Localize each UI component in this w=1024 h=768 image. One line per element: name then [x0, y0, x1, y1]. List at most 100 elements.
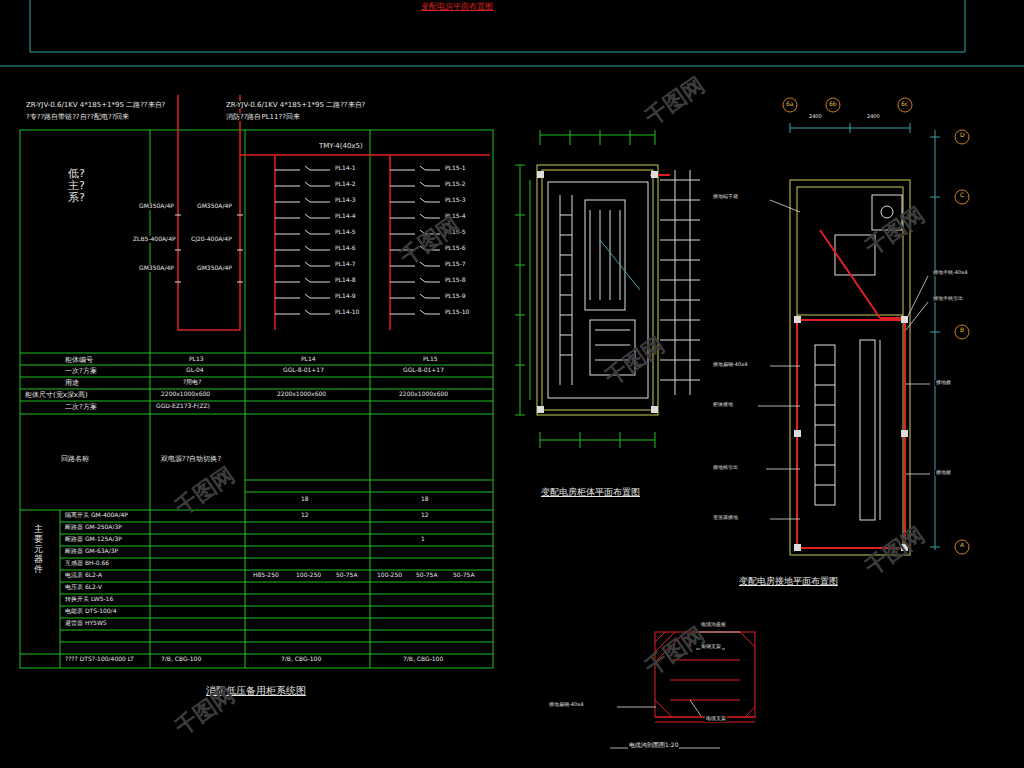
cad-label: 柜体编号 — [64, 356, 94, 364]
cad-label: H85-250 — [252, 572, 280, 579]
cad-label: 18 — [300, 496, 310, 503]
cad-label: ZR-YJV-0.6/1KV 4*185+1*95 二路??来自? — [25, 101, 166, 109]
cad-label: 断路器 GM-250A/3P — [64, 524, 123, 531]
cad-label: 50-75A — [415, 572, 439, 579]
cad-label: PL13 — [188, 356, 205, 363]
cad-label: ?专??路自带链??自??配电??回来 — [25, 113, 130, 121]
cad-label: PL15-8 — [444, 277, 467, 284]
cad-label: PL15-3 — [444, 197, 467, 204]
cad-label: 变压器接地 — [712, 515, 739, 521]
cad-label: 接地极 — [935, 470, 952, 476]
cad-label: GM350A/4P — [138, 265, 175, 272]
cad-label: 2400 — [808, 114, 823, 120]
watermark: 千图网 — [860, 201, 930, 261]
cad-label: PL14-9 — [334, 293, 357, 300]
drawing-caption: 变配电房柜体平面布置图 — [540, 487, 641, 497]
cad-label: GM350A/4P — [138, 203, 175, 210]
cad-label: PL14-6 — [334, 245, 357, 252]
cad-label: 电缆沟盖板 — [700, 622, 727, 628]
drawing-title: 变配电房平面布置图 — [420, 2, 494, 11]
cad-label: C — [959, 192, 965, 199]
cad-label: 2200x1000x600 — [398, 391, 449, 398]
watermark: 千图网 — [170, 461, 240, 521]
cad-label: 2400 — [866, 114, 881, 120]
cad-label: 用途 — [64, 379, 80, 387]
cad-label: 双电源??自动切换? — [160, 455, 222, 463]
cad-label: 50-75A — [452, 572, 476, 579]
vertical-label: 主要元器件 — [34, 525, 43, 574]
cad-label: 柜体接地 — [712, 402, 734, 408]
cad-label: 接地干线-40x4 — [932, 270, 968, 276]
cad-label: 100-250 — [376, 572, 403, 579]
watermark: 千图网 — [860, 521, 930, 581]
cad-label: ZR-YJV-0.6/1KV 4*185+1*95 二路??来自? — [225, 101, 366, 109]
cad-label: CJ20-400A/4P — [190, 236, 233, 243]
cad-label: 断路器 GM-63A/3P — [64, 548, 119, 555]
cad-label: 回路名称 — [60, 455, 90, 463]
vertical-label: 低?主?系? — [68, 168, 79, 204]
cad-label: GL-04 — [185, 367, 205, 374]
cad-label: 电流表 6L2-A — [64, 572, 103, 579]
cad-label: 2200x1000x600 — [160, 391, 211, 398]
cad-label: 12 — [420, 512, 430, 519]
cad-label: 7/B, CBG-100 — [160, 656, 202, 663]
cad-label: TMY-4(40x5) — [318, 142, 364, 150]
cad-label: 接地扁钢-40x4 — [548, 702, 584, 708]
cad-label: GGD-EZ173-F(ZZ) — [155, 403, 211, 410]
cad-label: 断路器 GM-125A/3P — [64, 536, 123, 543]
cad-label: 一次?方案 — [64, 367, 98, 375]
cad-label: 7/B, CBG-100 — [280, 656, 322, 663]
cad-label: 接地端子箱 — [712, 194, 739, 200]
cad-label: PL15-2 — [444, 181, 467, 188]
cad-label: ???? DTS?-100/4000 LT — [64, 656, 135, 663]
cad-label: 接地扁钢-40x4 — [712, 362, 748, 368]
cad-label: 6c — [900, 101, 909, 108]
cad-label: 12 — [300, 512, 310, 519]
watermark: 千图网 — [640, 71, 710, 131]
cad-label: ?用电? — [182, 379, 202, 386]
cad-label: PL14 — [300, 356, 317, 363]
cad-label: 电能表 DTS-100/4 — [64, 608, 117, 615]
drawing-caption: 变配电房接地平面布置图 — [738, 576, 839, 586]
cad-label: PL14-7 — [334, 261, 357, 268]
cad-label: 接地线引出 — [712, 465, 739, 471]
cad-label: 100-250 — [295, 572, 322, 579]
cad-label: 互感器 BH-0.66 — [64, 560, 110, 567]
cad-label: PL14-1 — [334, 165, 357, 172]
cad-label: PL14-2 — [334, 181, 357, 188]
cad-label: 避雷器 HY5WS — [64, 620, 108, 627]
cad-label: PL14-3 — [334, 197, 357, 204]
cad-label: D — [959, 132, 966, 139]
cad-label: PL15-7 — [444, 261, 467, 268]
cad-label: PL15-1 — [444, 165, 467, 172]
cad-label: PL14-4 — [334, 213, 357, 220]
cad-label: 电缆支架 — [705, 716, 727, 722]
cad-label: 6b — [828, 101, 838, 108]
cad-label: 电压表 6L2-V — [64, 584, 103, 591]
cad-label: PL14-5 — [334, 229, 357, 236]
cad-label: PL15-9 — [444, 293, 467, 300]
cad-label: 2200x1000x600 — [276, 391, 327, 398]
watermark: 千图网 — [640, 621, 710, 681]
cad-label: 接地极 — [935, 380, 952, 386]
cad-label: GGL-8-01+17 — [282, 367, 325, 374]
cad-label: 消防??路自PL11??回来 — [225, 113, 301, 121]
cad-label: 18 — [420, 496, 430, 503]
cad-label: GM350A/4P — [196, 265, 233, 272]
cad-label: PL14-10 — [334, 309, 360, 316]
cad-label: 电缆沟剖面图1:20 — [628, 742, 679, 749]
cad-label: 隔离开关 GM-400A/4P — [64, 512, 129, 519]
cad-label: 转换开关 LW5-16 — [64, 596, 114, 603]
cad-label: GGL-8-01+17 — [402, 367, 445, 374]
cad-label: PL15 — [422, 356, 439, 363]
cad-label: PL15-10 — [444, 309, 470, 316]
cad-label: 50-75A — [335, 572, 359, 579]
cad-label: 1 — [420, 536, 426, 543]
cad-label: B — [959, 327, 965, 334]
cad-label: PL15-6 — [444, 245, 467, 252]
cad-label: 7/B, CBG-100 — [402, 656, 444, 663]
watermark: 千图网 — [600, 331, 670, 391]
cad-label: 6a — [785, 101, 795, 108]
cad-label: 二次?方案 — [64, 403, 98, 411]
